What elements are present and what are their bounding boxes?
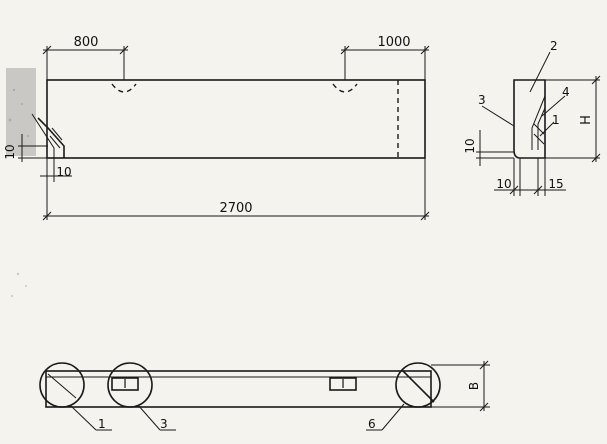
detail-circle-3	[107, 362, 153, 408]
callout-4: 4	[562, 85, 570, 99]
plan-view: I I 1 3 6 B	[39, 360, 490, 431]
dim-1000: 1000	[377, 35, 410, 50]
dim-section-bottom-right: 15	[548, 177, 563, 191]
dim-800: 800	[74, 35, 99, 50]
paper-texture	[6, 68, 36, 297]
detail-circle-6	[395, 362, 441, 408]
callout-1: 1	[552, 113, 560, 127]
end-rebar	[31, 113, 55, 158]
plan-callout-1: 1	[98, 417, 106, 431]
beam-outline	[46, 79, 426, 159]
embedded-plate-left-mark: I	[123, 377, 127, 391]
dim-section-bottom: 10	[463, 138, 477, 153]
embedded-plate-right	[329, 377, 357, 391]
callout-3: 3	[478, 93, 486, 107]
cross-section-view: 2 3 4 1 H 10 10 15	[463, 39, 601, 196]
lifting-loop-right	[332, 83, 358, 93]
dim-H: H	[579, 115, 594, 125]
embedded-plate-right-mark: I	[341, 377, 345, 391]
plan-callout-3: 3	[160, 417, 168, 431]
dim-section-bottom-left: 10	[496, 177, 511, 191]
callout-2: 2	[550, 39, 558, 53]
embedded-plate-left	[111, 377, 139, 391]
plan-outline	[45, 370, 432, 408]
dim-2700: 2700	[219, 201, 252, 216]
end-chamfer	[37, 117, 65, 158]
plan-callout-6: 6	[368, 417, 376, 431]
dim-left-width: 10	[56, 165, 71, 179]
lifting-loop-left	[111, 83, 137, 93]
dim-B: B	[467, 382, 481, 390]
detail-circle-1	[39, 362, 85, 408]
dim-left-height: 10	[3, 144, 17, 159]
section-outline	[513, 79, 546, 159]
elevation-view: 800 1000 2700 10 10	[3, 35, 430, 221]
